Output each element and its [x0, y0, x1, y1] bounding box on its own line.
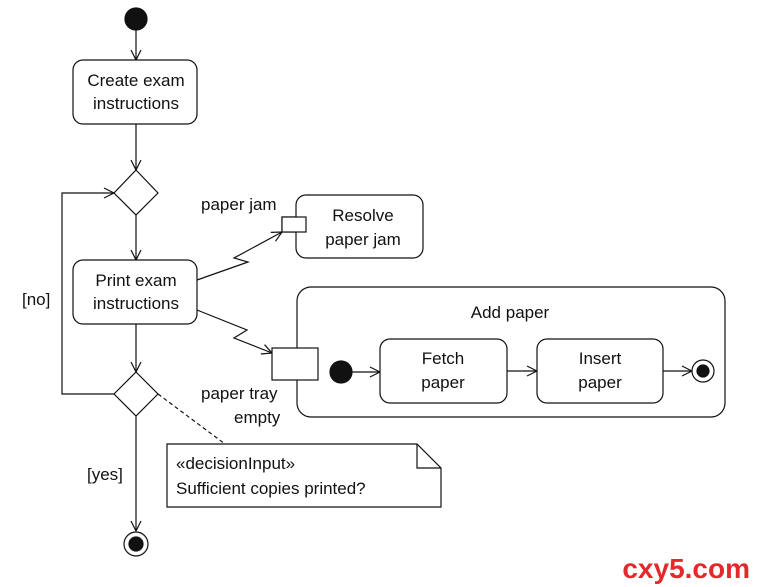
add-paper-region-label: Add paper	[471, 303, 550, 322]
action-print-exam-instructions	[72, 259, 198, 325]
create-exam-label-line1: Create exam	[87, 71, 184, 90]
insert-paper-label-line2: paper	[578, 373, 622, 392]
event-paper-jam-label: paper jam	[201, 195, 277, 214]
add-paper-final-node-inner	[696, 364, 710, 378]
note-text: Sufficient copies printed?	[176, 479, 366, 498]
resolve-jam-label-line2: paper jam	[325, 230, 401, 249]
event-paper-tray-empty-line1: paper tray	[201, 384, 278, 403]
print-exam-label-line1: Print exam	[95, 271, 176, 290]
guard-no-label: [no]	[22, 290, 50, 309]
event-paper-tray-empty-line2: empty	[234, 408, 281, 427]
guard-yes-label: [yes]	[87, 465, 123, 484]
watermark: cxy5.com	[622, 553, 750, 584]
final-node-inner	[128, 536, 144, 552]
fetch-paper-label-line2: paper	[421, 373, 465, 392]
note-corner-fold	[416, 444, 441, 469]
add-paper-initial-node	[329, 360, 353, 384]
print-exam-label-line2: instructions	[93, 294, 179, 313]
action-create-exam-instructions	[72, 59, 198, 125]
decision-node	[113, 371, 159, 417]
fetch-paper-label-line1: Fetch	[422, 349, 465, 368]
initial-node	[124, 7, 148, 31]
pin-paper-tray-empty	[271, 347, 319, 381]
merge-node	[113, 169, 159, 216]
interrupt-flow-paper-tray-empty	[196, 309, 272, 353]
decision-input-note	[166, 443, 442, 508]
note-stereotype: «decisionInput»	[176, 454, 295, 473]
create-exam-label-line2: instructions	[93, 94, 179, 113]
flow-no-loop	[61, 193, 114, 395]
insert-paper-label-line1: Insert	[579, 349, 622, 368]
interrupt-flow-paper-jam	[196, 232, 282, 281]
resolve-jam-label-line1: Resolve	[332, 206, 393, 225]
